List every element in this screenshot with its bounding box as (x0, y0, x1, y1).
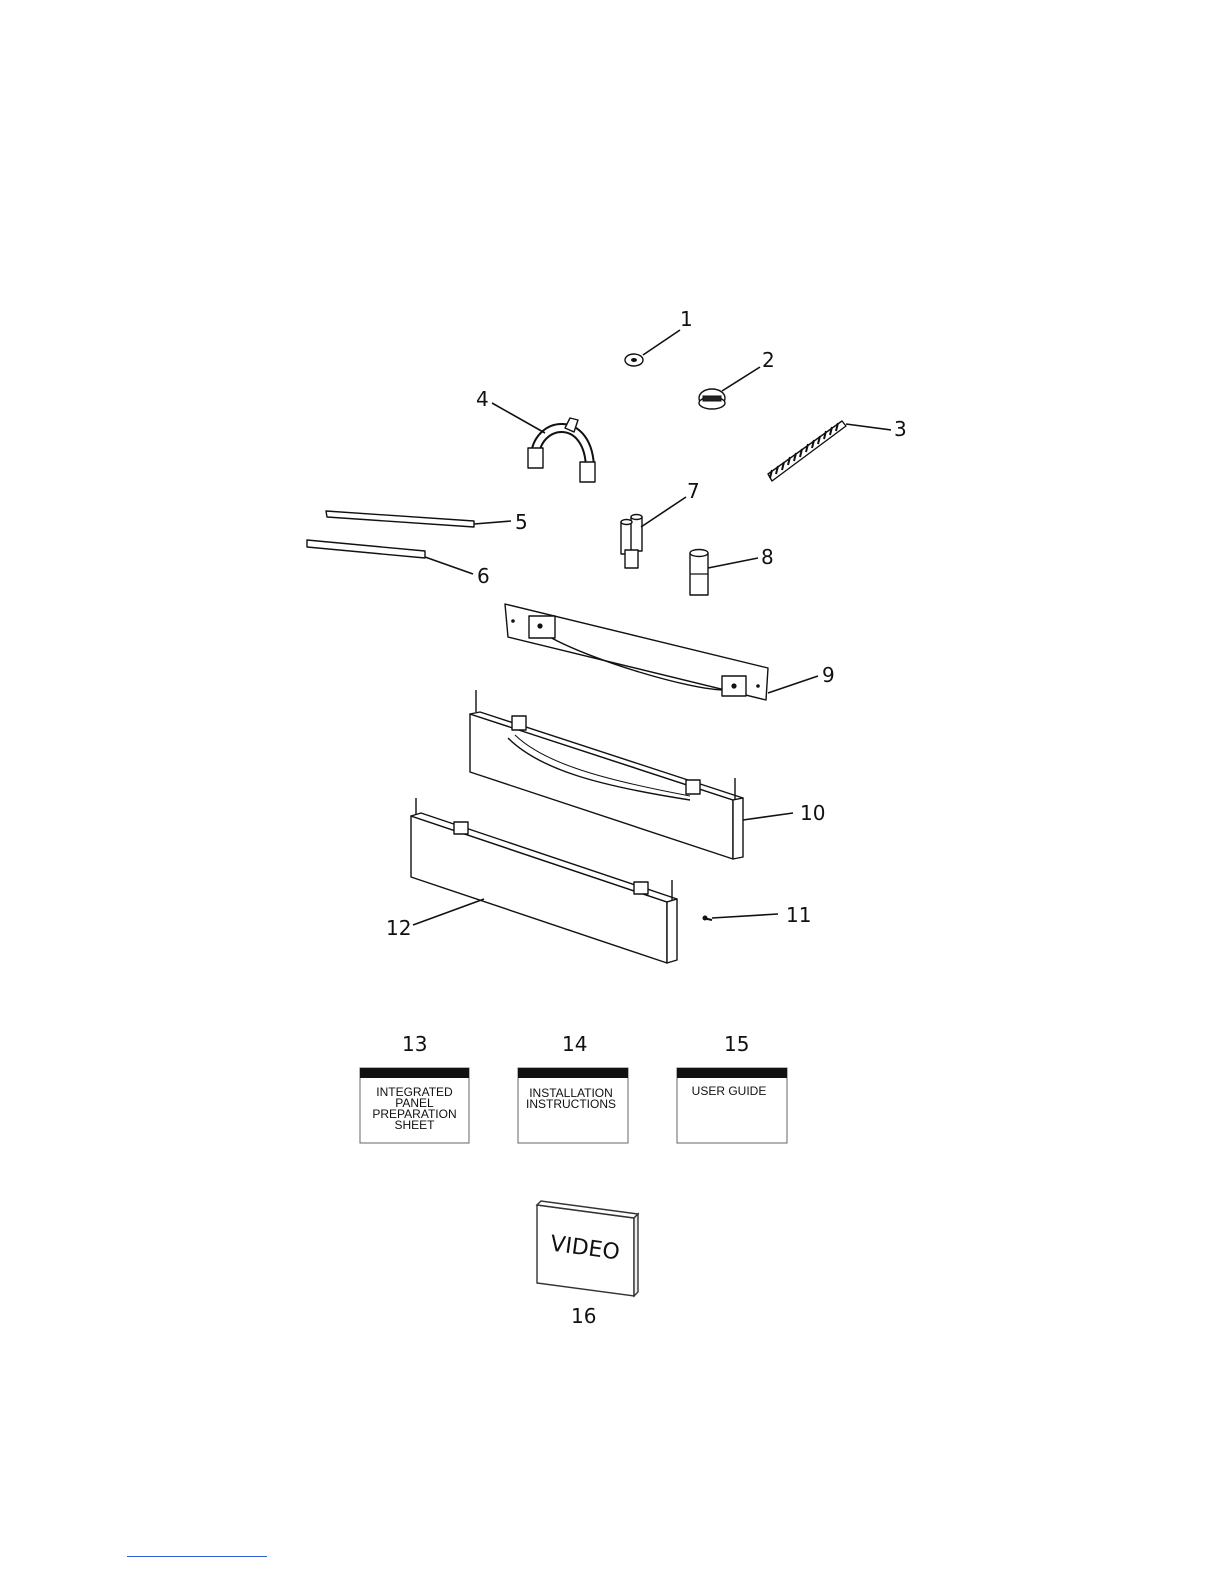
callout-16: 16 (571, 1304, 596, 1328)
callout-13: 13 (402, 1032, 427, 1056)
callout-10: 10 (800, 801, 825, 825)
doc-14-line-2: INSTRUCTIONS (526, 1097, 616, 1111)
doc-15-line-1: USER GUIDE (692, 1084, 767, 1098)
callout-5: 5 (515, 510, 528, 534)
footer-rule (127, 1556, 267, 1557)
part-8-coupling (690, 550, 708, 596)
document-15-user-guide: USER GUIDE (677, 1068, 787, 1143)
part-9-rear-bracket (505, 604, 768, 700)
part-1-washer (625, 354, 643, 366)
part-11-screw (703, 916, 713, 921)
part-7-tee-fitting (621, 515, 642, 569)
part-10-panel (470, 690, 743, 859)
part-3-comb-strip (768, 421, 846, 481)
callout-7: 7 (687, 479, 700, 503)
callout-6: 6 (477, 564, 490, 588)
document-14-installation-instructions: INSTALLATION INSTRUCTIONS (518, 1068, 628, 1143)
callout-3: 3 (894, 417, 907, 441)
callout-4: 4 (476, 387, 489, 411)
part-4-u-bracket (528, 418, 595, 482)
part-2-clamp (699, 389, 725, 409)
callout-15: 15 (724, 1032, 749, 1056)
callout-2: 2 (762, 348, 775, 372)
part-6-strip (307, 540, 425, 558)
callout-9: 9 (822, 663, 835, 687)
callout-8: 8 (761, 545, 774, 569)
callout-11: 11 (786, 903, 811, 927)
doc-13-line-4: SHEET (394, 1118, 435, 1132)
callout-14: 14 (562, 1032, 587, 1056)
part-5-strip (326, 511, 474, 527)
callout-12: 12 (386, 916, 411, 940)
video-box: VIDEO (537, 1201, 638, 1296)
document-13-integrated-panel-preparation-sheet: INTEGRATED PANEL PREPARATION SHEET (360, 1068, 469, 1143)
callout-1: 1 (680, 307, 693, 331)
